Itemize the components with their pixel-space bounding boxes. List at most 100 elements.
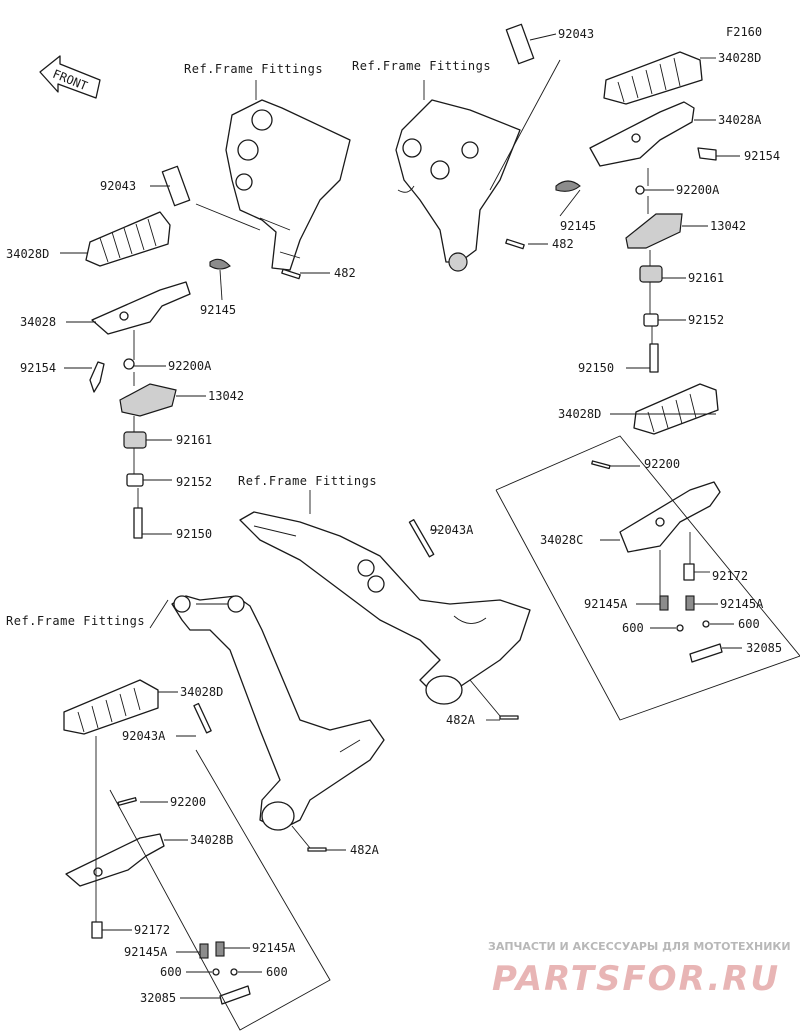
- callout-mr-92172: 92172: [712, 569, 748, 583]
- callout-bl-92043A: 92043A: [122, 729, 166, 743]
- middle-right-leaders: [309, 413, 800, 721]
- callout-bl-92200: 92200: [170, 795, 206, 809]
- callout-tl-34028D: 34028D: [6, 247, 49, 261]
- bottom-left-bolt-92172: [91, 921, 103, 939]
- callout-bl-600-right: 600: [266, 965, 288, 979]
- callout-mr-34028D: 34028D: [558, 407, 601, 421]
- bottom-left-ball-600-left: [212, 968, 220, 976]
- callout-tr-92145: 92145: [560, 219, 596, 233]
- callout-mr-92200: 92200: [644, 457, 680, 471]
- bottom-left-pin-482A: [307, 847, 327, 852]
- watermark-brand: PARTSFOR.RU: [492, 959, 780, 999]
- top-left-damper-13042: [119, 383, 177, 417]
- middle-right-footrest-rubber: [633, 383, 719, 435]
- bottom-left-pin-92043A: [193, 702, 212, 734]
- callout-tr-92161: 92161: [688, 271, 724, 285]
- top-right-damper-13042: [625, 213, 683, 249]
- middle-pin-482A: [499, 715, 519, 720]
- callout-tr-92043: 92043: [558, 27, 594, 41]
- middle-right-pin-92200: [591, 460, 611, 470]
- top-right-collar-92152: [643, 313, 659, 327]
- top-right-leaders: [423, 33, 740, 369]
- callout-mr-482A: 482A: [446, 713, 476, 727]
- callout-bl-34028B: 34028B: [190, 833, 233, 847]
- callout-tr-482: 482: [552, 237, 574, 251]
- callout-tl-34028: 34028: [20, 315, 56, 329]
- callout-bl-600-left: 600: [160, 965, 182, 979]
- callout-tr-92200A: 92200A: [676, 183, 720, 197]
- middle-pin-92043A: [408, 519, 435, 558]
- bottom-left-pin-92200: [117, 797, 137, 806]
- callout-tr-34028A: 34028A: [718, 113, 762, 127]
- watermark-tagline: ЗАПЧАСТИ И АКСЕССУАРЫ ДЛЯ МОТОТЕХНИКИ: [488, 940, 791, 953]
- bottom-left-footrest-bracket: [65, 833, 165, 887]
- top-right-spring-92145: [555, 180, 581, 192]
- middle-right-ball-600-left: [676, 624, 684, 632]
- middle-right-bolt-92172: [683, 563, 695, 581]
- ref-frame-top-left: Ref.Frame Fittings: [184, 62, 323, 76]
- callout-mr-32085: 32085: [746, 641, 782, 655]
- callout-mr-92145A-left: 92145A: [584, 597, 628, 611]
- callout-mr-600-right: 600: [738, 617, 760, 631]
- front-arrow-icon: FRONT: [39, 55, 101, 99]
- callout-bl-32085: 32085: [140, 991, 176, 1005]
- bottom-left-plate-32085: [219, 985, 251, 1005]
- top-left-grommet-92161: [123, 431, 147, 449]
- callout-tl-482: 482: [334, 266, 356, 280]
- callout-bl-34028D: 34028D: [180, 685, 223, 699]
- callout-tr-92150: 92150: [578, 361, 614, 375]
- figure-code: F2160: [726, 25, 762, 39]
- ref-frame-middle: Ref.Frame Fittings: [238, 474, 377, 488]
- top-left-collar-92152: [126, 473, 144, 487]
- ref-frame-bottom-left: Ref.Frame Fittings: [6, 614, 145, 628]
- callout-tl-92145: 92145: [200, 303, 236, 317]
- callout-tl-92043: 92043: [100, 179, 136, 193]
- callout-mr-600-left: 600: [622, 621, 644, 635]
- callout-tl-92200A: 92200A: [168, 359, 212, 373]
- callout-mr-92145A-right: 92145A: [720, 597, 764, 611]
- bottom-left-ball-600-right: [230, 968, 238, 976]
- callout-bl-92145A-left: 92145A: [124, 945, 168, 959]
- bottom-left-leaders: [95, 599, 346, 1031]
- callout-tl-13042: 13042: [208, 389, 244, 403]
- top-left-leaders: [60, 80, 330, 535]
- top-left-pin-92043: [161, 165, 191, 207]
- callout-tl-92161: 92161: [176, 433, 212, 447]
- callout-tr-13042: 13042: [710, 219, 746, 233]
- bottom-left-frame-bracket: [171, 595, 385, 831]
- middle-right-spring-92145A-left: [659, 595, 669, 611]
- callout-bl-92145A-right: 92145A: [252, 941, 296, 955]
- top-right-pin-92043: [505, 23, 535, 65]
- callout-tr-92154: 92154: [744, 149, 780, 163]
- callout-bl-92172: 92172: [134, 923, 170, 937]
- middle-right-ball-600-right: [702, 620, 710, 628]
- top-right-washer-92200A: [635, 185, 645, 195]
- top-left-washer-92200A: [123, 358, 135, 370]
- ref-frame-top-right: Ref.Frame Fittings: [352, 59, 491, 73]
- callout-tr-34028D: 34028D: [718, 51, 761, 65]
- top-right-pin-482: [505, 238, 525, 250]
- callout-tl-92154: 92154: [20, 361, 56, 375]
- bottom-left-spring-92145A-right: [215, 941, 225, 957]
- callout-tl-92150: 92150: [176, 527, 212, 541]
- middle-right-spring-92145A-right: [685, 595, 695, 611]
- top-right-footrest-bracket: [589, 101, 695, 167]
- top-left-footrest-bracket: [91, 281, 191, 335]
- top-right-grommet-92161: [639, 265, 663, 283]
- bottom-left-spring-92145A-left: [199, 943, 209, 959]
- top-right-footrest-rubber: [603, 51, 703, 105]
- top-right-bolt-92154: [697, 147, 717, 161]
- callout-tl-92152: 92152: [176, 475, 212, 489]
- top-left-footrest-rubber: [85, 211, 171, 267]
- middle-right-plate-32085: [689, 643, 723, 663]
- top-left-bolt-92150: [133, 507, 143, 539]
- top-right-bolt-92150: [649, 343, 659, 373]
- callout-tr-92152: 92152: [688, 313, 724, 327]
- callout-mr-92043A: 92043A: [430, 523, 474, 537]
- middle-rear-frame-bracket: [239, 511, 531, 705]
- top-left-pin-482: [281, 268, 301, 280]
- top-left-bolt-92154: [89, 361, 105, 393]
- bottom-left-footrest-rubber: [63, 679, 159, 735]
- middle-right-footrest-bracket: [619, 481, 721, 553]
